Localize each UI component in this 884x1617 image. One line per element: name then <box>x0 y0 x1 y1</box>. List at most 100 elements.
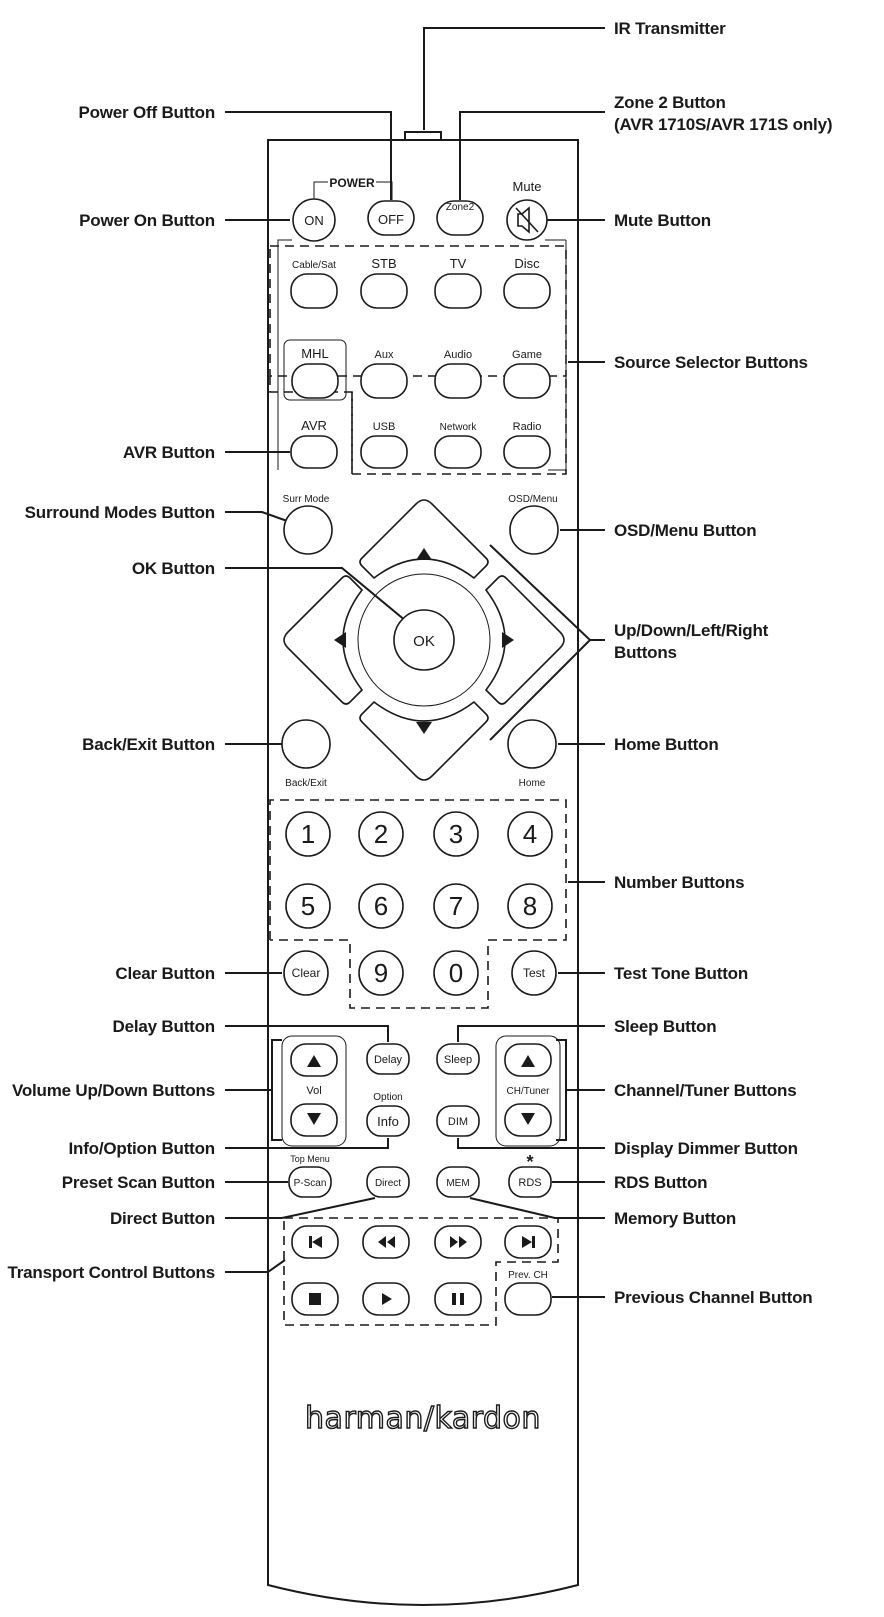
test-tone-button[interactable]: Test <box>511 950 557 996</box>
callout-preset-scan: Preset Scan Button <box>62 1173 215 1192</box>
number-button-0[interactable]: 0 <box>433 950 479 996</box>
source-aux-button[interactable]: Aux <box>360 349 408 399</box>
number-button-5[interactable]: 5 <box>285 883 331 929</box>
callout-arrows-line2: Buttons <box>614 643 677 662</box>
source-disc-button[interactable]: Disc <box>503 256 551 309</box>
callout-zone2-line1: Zone 2 Button <box>614 93 726 112</box>
direct-button[interactable]: Direct <box>366 1166 410 1198</box>
callout-test-tone: Test Tone Button <box>614 964 748 983</box>
skip-forward-button[interactable] <box>504 1225 552 1259</box>
stop-button[interactable] <box>291 1282 339 1316</box>
mhl-frame <box>283 339 347 401</box>
up-arrow-button[interactable] <box>359 499 489 580</box>
rds-star: * <box>526 1152 533 1172</box>
source-tv-label: TV <box>450 256 467 271</box>
right-arrow-button[interactable] <box>484 575 565 705</box>
dim-label: DIM <box>448 1116 468 1128</box>
sleep-button[interactable]: Sleep <box>436 1043 480 1075</box>
source-usb-button[interactable]: USB <box>360 421 408 469</box>
osd-menu-label: OSD/Menu <box>508 494 557 505</box>
zone2-button[interactable]: Zone2 <box>436 200 484 236</box>
power-off-label: OFF <box>378 212 404 227</box>
source-stb-label: STB <box>371 256 396 271</box>
source-network-button[interactable]: Network <box>434 422 482 469</box>
osd-menu-button[interactable]: OSD/Menu <box>508 494 559 555</box>
delay-button[interactable]: Delay <box>366 1043 410 1075</box>
callout-mute: Mute Button <box>614 211 711 230</box>
source-usb-label: USB <box>373 421 396 433</box>
fast-forward-button[interactable] <box>434 1225 482 1259</box>
callout-ok: OK Button <box>132 559 215 578</box>
top-menu-label: Top Menu <box>290 1154 330 1164</box>
rds-button[interactable]: RDS <box>508 1166 552 1198</box>
callout-display-dimmer: Display Dimmer Button <box>614 1139 798 1158</box>
p-scan-button[interactable]: P-Scan <box>288 1166 332 1198</box>
clear-button[interactable]: Clear <box>283 950 329 996</box>
source-audio-label: Audio <box>444 349 472 361</box>
rewind-button[interactable] <box>362 1225 410 1259</box>
number-button-3[interactable]: 3 <box>433 811 479 857</box>
number-label-6: 6 <box>374 891 388 921</box>
avr-button[interactable]: AVR <box>290 418 338 469</box>
source-game-button[interactable]: Game <box>503 349 551 399</box>
power-label: POWER <box>329 176 375 190</box>
callout-info-option: Info/Option Button <box>68 1139 215 1158</box>
number-label-7: 7 <box>449 891 463 921</box>
callout-arrows-line1: Up/Down/Left/Right <box>614 621 769 640</box>
brand-logo: harman/kardon <box>305 1401 541 1436</box>
home-button[interactable]: Home <box>507 719 557 789</box>
previous-channel-button[interactable] <box>504 1282 552 1316</box>
ok-button[interactable]: OK <box>393 609 455 671</box>
rewind-icon <box>378 1236 395 1248</box>
callout-transport: Transport Control Buttons <box>8 1263 215 1282</box>
callout-previous-channel: Previous Channel Button <box>614 1288 812 1307</box>
source-stb-button[interactable]: STB <box>360 256 408 309</box>
dim-button[interactable]: DIM <box>436 1105 480 1137</box>
callout-delay: Delay Button <box>113 1017 215 1036</box>
delay-label: Delay <box>374 1054 403 1066</box>
source-tv-button[interactable]: TV <box>434 256 482 309</box>
number-button-6[interactable]: 6 <box>358 883 404 929</box>
number-button-8[interactable]: 8 <box>507 883 553 929</box>
number-button-4[interactable]: 4 <box>507 811 553 857</box>
pause-icon <box>452 1293 464 1305</box>
surr-mode-button[interactable]: Surr Mode <box>283 494 333 555</box>
source-cable-sat-button[interactable]: Cable/Sat <box>290 260 338 309</box>
left-arrow-button[interactable] <box>283 575 364 705</box>
down-arrow-button[interactable] <box>359 700 489 781</box>
skip-back-icon <box>309 1236 322 1248</box>
source-mhl-button[interactable]: MHL <box>291 346 339 399</box>
info-option-button[interactable]: Info <box>366 1105 410 1137</box>
source-audio-button[interactable]: Audio <box>434 349 482 399</box>
number-button-2[interactable]: 2 <box>358 811 404 857</box>
info-label: Info <box>377 1114 399 1129</box>
volume-down-button[interactable] <box>290 1103 338 1137</box>
number-button-9[interactable]: 9 <box>358 950 404 996</box>
remote-body <box>267 131 579 1606</box>
number-label-5: 5 <box>301 891 315 921</box>
channel-up-button[interactable] <box>504 1043 552 1077</box>
callout-surround-modes: Surround Modes Button <box>25 503 215 522</box>
number-button-1[interactable]: 1 <box>285 811 331 857</box>
back-exit-button[interactable]: Back/Exit <box>281 719 331 789</box>
surr-mode-label: Surr Mode <box>283 494 330 505</box>
power-off-button[interactable]: OFF <box>367 200 415 236</box>
mute-button[interactable] <box>506 199 548 241</box>
source-radio-button[interactable]: Radio <box>503 421 551 469</box>
mute-label: Mute <box>513 179 542 194</box>
channel-down-button[interactable] <box>504 1103 552 1137</box>
source-row-3: AVR USB Network Radio <box>290 418 551 469</box>
number-label-1: 1 <box>301 819 315 849</box>
callout-direct: Direct Button <box>110 1209 215 1228</box>
up-arrow-icon <box>416 548 432 560</box>
pause-button[interactable] <box>434 1282 482 1316</box>
power-on-button[interactable]: ON <box>292 198 336 242</box>
number-button-7[interactable]: 7 <box>433 883 479 929</box>
zone2-label: Zone2 <box>446 202 475 213</box>
mem-button[interactable]: MEM <box>436 1166 480 1198</box>
volume-up-button[interactable] <box>290 1043 338 1077</box>
skip-back-button[interactable] <box>291 1225 339 1259</box>
transport-group <box>283 1217 559 1326</box>
play-button[interactable] <box>362 1282 410 1316</box>
